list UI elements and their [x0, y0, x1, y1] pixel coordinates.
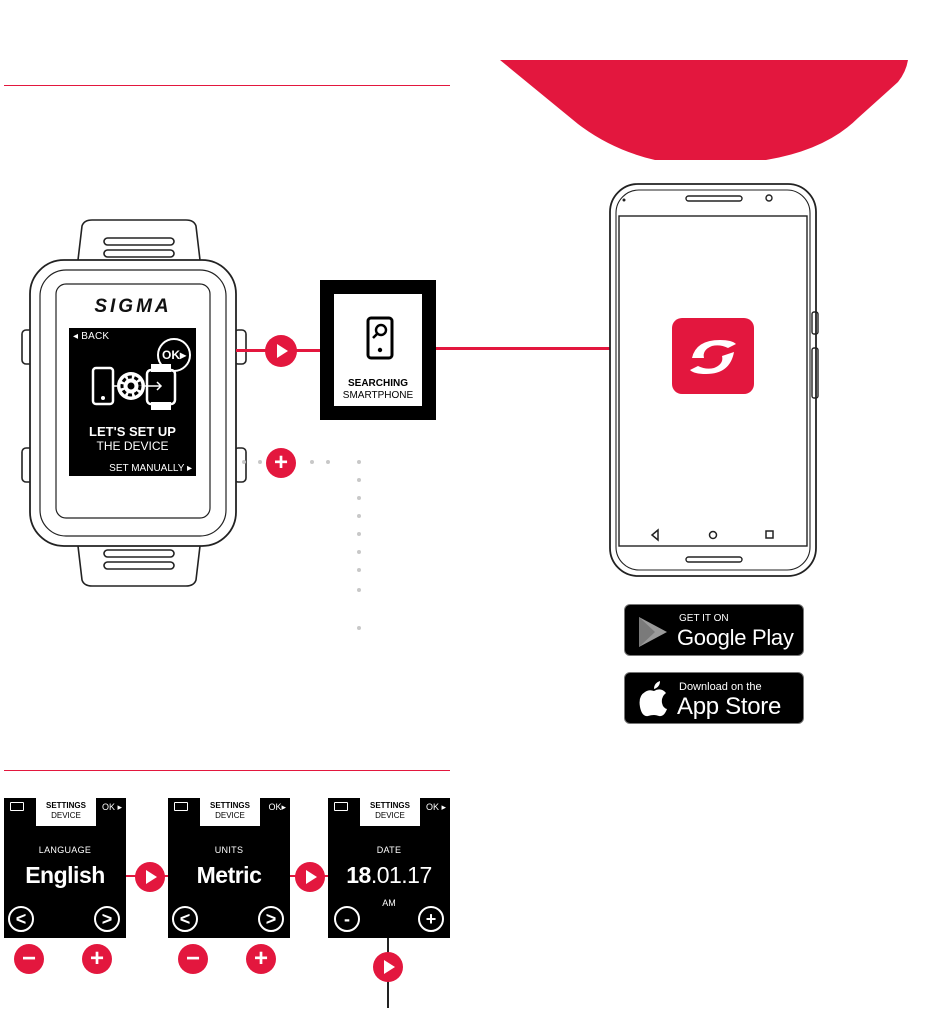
ok-label[interactable]: OK ▸	[426, 802, 446, 813]
google-play-icon	[637, 617, 669, 647]
app-store-badge[interactable]: Download on the App Store	[624, 672, 804, 724]
date-label: DATE	[328, 845, 450, 855]
apple-icon	[639, 681, 669, 717]
arrow-right-icon	[133, 860, 167, 894]
arrow-right-icon	[293, 860, 327, 894]
plus-button[interactable]: +	[82, 944, 112, 974]
chevron-left-icon[interactable]: <	[8, 906, 34, 932]
plus-icon[interactable]: +	[418, 906, 444, 932]
ok-label[interactable]: OK▸	[268, 802, 286, 813]
battery-icon	[174, 802, 188, 811]
date-day: 18	[346, 862, 371, 888]
date-value: 18.01.17	[328, 862, 450, 889]
pairing-icon	[89, 360, 179, 418]
sigma-app-icon[interactable]	[672, 318, 754, 394]
chevron-left-icon[interactable]: <	[172, 906, 198, 932]
ok-label[interactable]: OK ▸	[102, 802, 122, 813]
settings-header: SETTINGS DEVICE	[200, 798, 260, 826]
language-screen: SETTINGS DEVICE OK ▸ LANGUAGE English < …	[4, 798, 126, 938]
setup-title: LET'S SET UP	[69, 425, 196, 439]
plus-button[interactable]: +	[266, 448, 296, 478]
setup-subtitle: THE DEVICE	[69, 439, 196, 453]
language-value: English	[4, 862, 126, 889]
app-store-text: App Store	[677, 693, 781, 721]
chevron-right-icon[interactable]: >	[94, 906, 120, 932]
chevron-right-icon[interactable]: >	[258, 906, 284, 932]
language-label: LANGUAGE	[4, 845, 126, 855]
smartphone-label: SMARTPHONE	[334, 390, 422, 401]
arrow-right-icon	[264, 334, 298, 368]
minus-button[interactable]: −	[14, 944, 44, 974]
watch-brand: SIGMA	[88, 296, 178, 318]
units-label: UNITS	[168, 845, 290, 855]
battery-icon	[10, 802, 24, 811]
search-to-phone-line	[436, 347, 614, 350]
units-value: Metric	[168, 862, 290, 889]
app-store-small-text: Download on the	[679, 681, 762, 693]
plus-button[interactable]: +	[246, 944, 276, 974]
minus-button[interactable]: −	[178, 944, 208, 974]
watch-screen: ◂ BACK OK▸ LET'S SET UP THE DEVICE SET M…	[69, 328, 196, 476]
date-rest: .01.17	[371, 862, 432, 888]
top-divider	[4, 85, 450, 86]
units-screen: SETTINGS DEVICE OK▸ UNITS Metric < >	[168, 798, 290, 938]
google-play-text: Google Play	[677, 625, 794, 651]
phone-search-icon	[366, 316, 394, 360]
battery-icon	[334, 802, 348, 811]
minus-icon[interactable]: -	[334, 906, 360, 932]
date-screen: SETTINGS DEVICE OK ▸ DATE 18.01.17 AM - …	[328, 798, 450, 938]
back-label[interactable]: ◂ BACK	[73, 331, 109, 342]
set-manually-label[interactable]: SET MANUALLY ▸	[109, 463, 192, 474]
google-play-small-text: GET IT ON	[679, 613, 729, 624]
searching-screen: SEARCHING SMARTPHONE	[320, 280, 436, 420]
settings-header: SETTINGS DEVICE	[360, 798, 420, 826]
bottom-divider	[4, 770, 450, 771]
arrow-right-icon	[371, 950, 405, 984]
settings-header: SETTINGS DEVICE	[36, 798, 96, 826]
searching-label: SEARCHING	[334, 378, 422, 389]
google-play-badge[interactable]: GET IT ON Google Play	[624, 604, 804, 656]
